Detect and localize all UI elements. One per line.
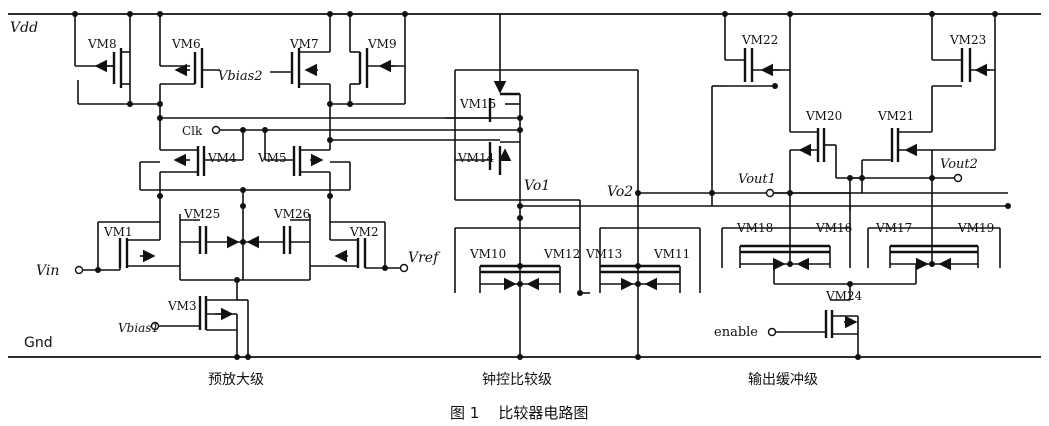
clk-label: Clk xyxy=(182,124,203,138)
transistor-vm6 xyxy=(157,11,220,107)
clk-terminal xyxy=(211,125,221,135)
transistor-vm21 xyxy=(849,128,995,210)
transistor-vm20 xyxy=(789,128,862,193)
vo1-label: Vo1 xyxy=(524,178,550,194)
label-vm17: VM17 xyxy=(875,221,912,235)
label-vm8: VM8 xyxy=(87,37,117,51)
transistor-vm13 xyxy=(599,228,641,293)
vdd-label: Vdd xyxy=(10,20,38,36)
label-vm18: VM18 xyxy=(736,221,773,235)
vout2-label: Vout2 xyxy=(940,157,978,172)
transistor-vm10 xyxy=(479,263,523,293)
transistor-vm16 xyxy=(790,244,831,271)
label-vm14: VM14 xyxy=(457,151,495,165)
vin-terminal xyxy=(74,265,84,275)
transistor-vm7 xyxy=(290,11,333,107)
label-vm19: VM19 xyxy=(957,221,994,235)
transistor-vm11 xyxy=(638,264,681,293)
label-vm6: VM6 xyxy=(171,37,201,51)
label-vm20: VM20 xyxy=(805,109,842,123)
label-vm24: VM24 xyxy=(825,289,863,303)
label-vm23: VM23 xyxy=(949,33,986,47)
label-vm15: VM15 xyxy=(459,97,496,111)
enable-terminal xyxy=(767,327,777,337)
label-vm16: VM16 xyxy=(815,221,852,235)
transistor-vm19 xyxy=(932,244,979,271)
label-vm4: VM4 xyxy=(207,151,237,165)
label-vm25: VM25 xyxy=(183,207,220,221)
label-vm3: VM3 xyxy=(167,299,197,313)
transistor-vm2 xyxy=(310,221,400,271)
transistor-vm25 xyxy=(179,214,243,266)
vout1-label: Vout1 xyxy=(738,172,776,187)
label-vm13: VM13 xyxy=(585,247,622,261)
label-vm21: VM21 xyxy=(877,109,914,123)
section-label-preamp: 预放大级 xyxy=(208,372,264,388)
vbias1-label: Vbias1 xyxy=(118,321,159,335)
label-vm1: VM1 xyxy=(103,225,133,239)
gnd-label: Gnd xyxy=(24,335,53,351)
vout2-terminal xyxy=(953,173,963,183)
label-vm9: VM9 xyxy=(367,37,397,51)
label-vm2: VM2 xyxy=(349,225,379,239)
transistor-vm9 xyxy=(347,11,408,107)
vo2-label: Vo2 xyxy=(607,184,633,200)
transistor-vm12 xyxy=(520,264,561,293)
transistor-vm15 xyxy=(445,70,521,200)
transistor-vm14 xyxy=(455,141,520,175)
transistor-vm8 xyxy=(72,11,133,107)
section-label-latch: 钟控比较级 xyxy=(482,371,552,388)
vbias1-terminal xyxy=(150,321,160,331)
vout1-terminal xyxy=(765,188,775,198)
label-vm22: VM22 xyxy=(741,33,778,47)
figure-caption: 图 1 比较器电路图 xyxy=(450,404,588,422)
transistor-vm4 xyxy=(139,130,330,199)
vbias2-label: Vbias2 xyxy=(218,69,263,84)
vref-label: Vref xyxy=(408,250,441,266)
enable-label: enable xyxy=(714,325,758,340)
label-vm26: VM26 xyxy=(273,207,310,221)
transistor-vm1 xyxy=(83,221,180,273)
transistor-vm23 xyxy=(931,14,996,150)
transistor-vm22 xyxy=(724,11,793,132)
vref-terminal xyxy=(399,263,409,273)
transistor-vm3 xyxy=(158,296,251,360)
label-vm5: VM5 xyxy=(257,151,287,165)
transistor-vm24 xyxy=(775,299,861,360)
label-vm7: VM7 xyxy=(289,37,319,51)
label-vm11: VM11 xyxy=(653,247,690,261)
vin-label: Vin xyxy=(36,263,59,279)
label-vm10: VM10 xyxy=(469,247,506,261)
label-vm12: VM12 xyxy=(543,247,580,261)
transistor-vm18 xyxy=(739,193,793,271)
section-label-buffer: 输出缓冲级 xyxy=(748,372,818,388)
transistor-vm26 xyxy=(240,214,311,266)
